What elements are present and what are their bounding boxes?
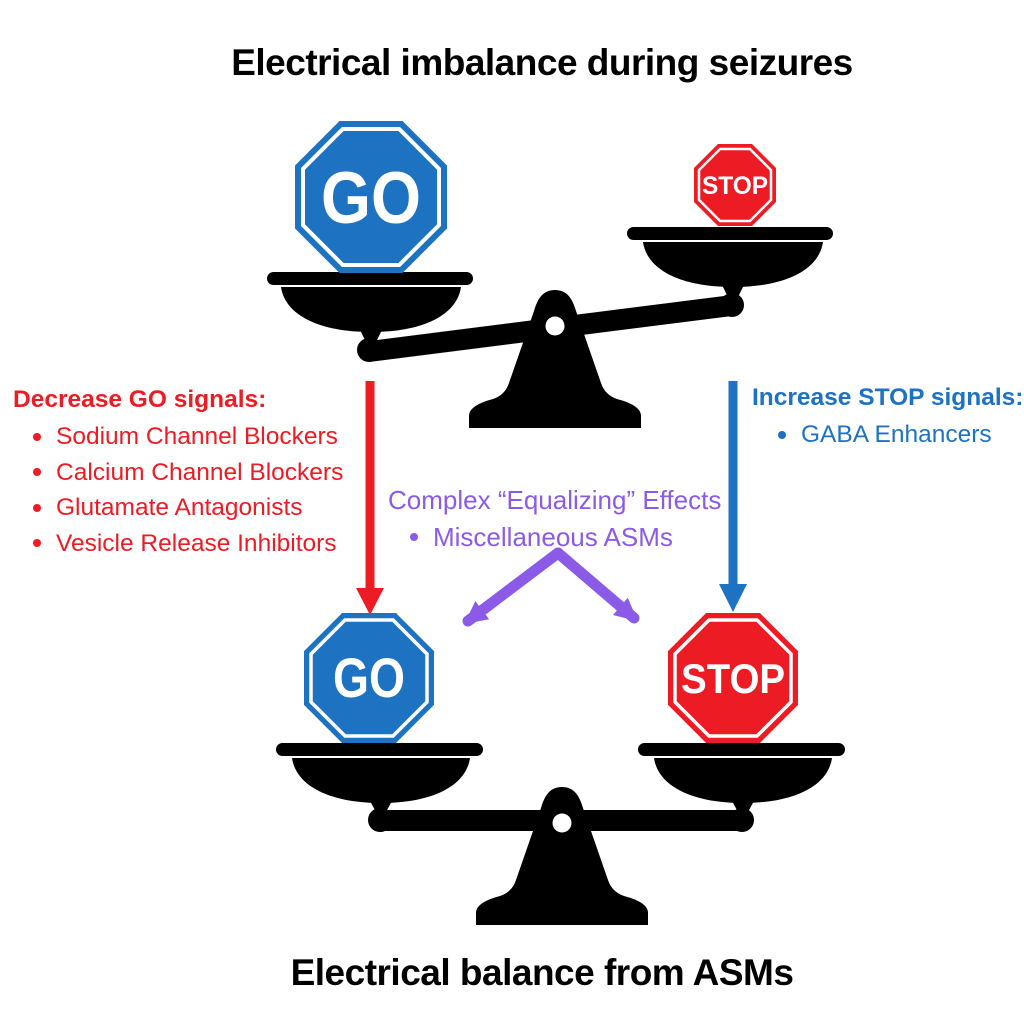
go-octagon-border [309,618,429,738]
list-item-label: Glutamate Antagonists [56,494,303,521]
list-item: Sodium Channel Blockers [13,419,343,455]
increase-stop-block: Increase STOP signals: GABA Enhancers [752,382,1023,453]
decrease-go-header: Decrease GO signals: [13,386,267,413]
bullet-dot-icon [33,432,41,441]
bullet-dot-icon [778,430,786,439]
decrease-go-block: Decrease GO signals: Sodium Channel Bloc… [13,384,343,561]
bottom-title: Electrical balance from ASMs [290,952,794,993]
list-item-label: GABA Enhancers [801,421,992,448]
stop-octagon [694,144,776,226]
list-item-label: Miscellaneous ASMs [433,522,673,552]
complex-effects-arrows [462,547,640,627]
list-item: Miscellaneous ASMs [388,520,721,554]
bottom-balance-scale [276,743,845,925]
complex-effects-block: Complex “Equalizing” Effects Miscellaneo… [388,484,721,554]
stop-octagon-border [697,147,773,223]
bottom-pivot-hole [552,813,572,833]
red-arrowhead [356,588,384,615]
go-octagon-border [301,127,441,267]
top-scale-fulcrum [469,290,641,428]
list-item-label: Calcium Channel Blockers [56,458,344,486]
purple-arrow-left [462,547,564,627]
top-title: Electrical imbalance during seizures [231,42,853,83]
increase-stop-arrow [719,381,747,612]
bottom-right-pan-bowl [654,758,832,803]
stop-octagon [668,613,798,743]
bottom-go-sign: GO [304,613,434,743]
bottom-left-pan-bowl [292,758,470,803]
blue-arrowhead [719,584,747,612]
purple-arrow-right [552,547,640,624]
list-item: GABA Enhancers [752,417,1023,453]
list-item: Calcium Channel Blockers [13,455,343,491]
bullet-dot-icon [33,503,41,512]
go-octagon [295,121,447,273]
top-right-pan-bar [627,227,833,240]
increase-stop-list: GABA Enhancers [752,417,1023,453]
bullet-dot-icon [33,539,41,548]
bottom-right-pan-knob [730,808,754,832]
bottom-stop-sign: STOP [668,613,798,743]
go-octagon [304,613,434,743]
increase-stop-header: Increase STOP signals: [752,384,1024,411]
top-pivot-hole [545,316,565,336]
bottom-right-pan-bar [638,743,845,756]
bottom-left-pan-knob [368,808,392,832]
decrease-go-arrow [356,381,384,615]
list-item-label: Sodium Channel Blockers [56,423,338,450]
top-left-pan-bowl [281,287,461,332]
stop-sign-label: STOP [681,655,785,702]
list-item-label: Vesicle Release Inhibitors [56,529,337,557]
go-sign-label: GO [333,646,405,709]
go-sign-label: GO [321,158,421,239]
decrease-go-list: Sodium Channel Blockers Calcium Channel … [13,419,343,561]
top-stop-sign: STOP [694,144,776,226]
top-balance-scale [267,227,833,428]
bottom-scale-fulcrum [476,787,648,925]
top-go-sign: GO [295,121,447,273]
list-item: Vesicle Release Inhibitors [13,526,343,562]
top-right-pan-knob [720,293,744,317]
top-left-pan-bar [267,272,473,285]
list-item: Glutamate Antagonists [13,490,343,526]
top-right-pan-bowl [643,242,823,287]
complex-effects-header: Complex “Equalizing” Effects [388,485,722,515]
bottom-left-pan-bar [276,743,483,756]
top-left-pan-knob [357,338,381,362]
bullet-dot-icon [33,468,41,477]
stop-sign-label: STOP [702,172,768,200]
bullet-dot-icon [410,533,418,541]
stop-octagon-border [673,618,793,738]
complex-effects-list: Miscellaneous ASMs [388,520,721,554]
